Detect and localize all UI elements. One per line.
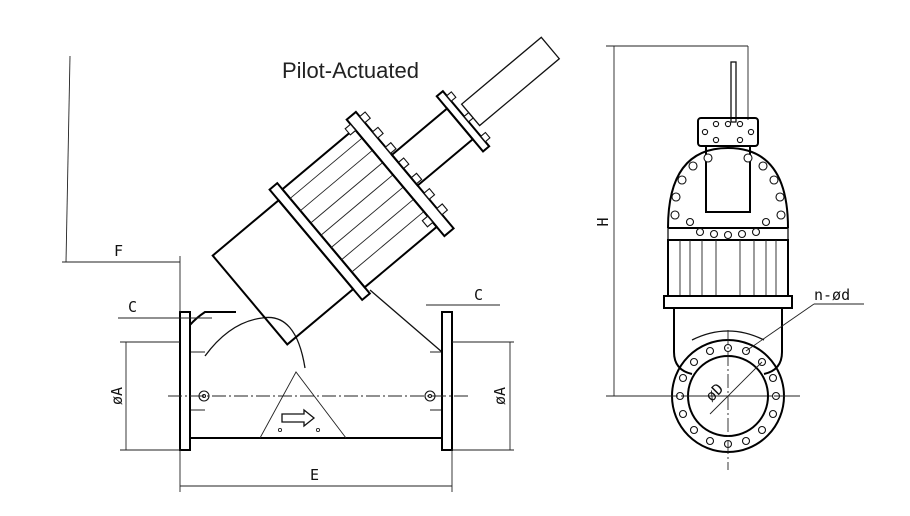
front-pilot-flange [697, 117, 759, 147]
front-pilot-rod [730, 61, 737, 123]
front-pilot-tube [705, 145, 751, 213]
label-C-left: C [128, 298, 137, 316]
drawing-title: Pilot-Actuated [282, 58, 419, 83]
body-bottom-outline [189, 325, 443, 439]
label-H: H [594, 217, 612, 226]
cylinder-top-flange [345, 110, 456, 238]
tie-rods [289, 137, 425, 273]
dimension-n-phid: n-ød [745, 286, 864, 352]
side-view: F C C øA øA E [62, 36, 561, 492]
front-cylinder-top-flange [667, 146, 789, 241]
pilot-tube [390, 107, 475, 187]
dimension-phiA-left: øA [108, 341, 180, 451]
dimension-C-right: C [426, 286, 500, 306]
label-phiA-left: øA [108, 387, 126, 405]
left-flange-plate [179, 311, 191, 451]
inclined-actuator-assembly [211, 36, 561, 346]
pilot-flange [435, 89, 491, 153]
left-flange [179, 311, 191, 451]
dimension-F: F [62, 55, 181, 312]
label-phiA-right: øA [491, 387, 509, 405]
front-view: H [594, 45, 864, 470]
label-n-phid: n-ød [814, 286, 850, 304]
pilot-stem [460, 36, 561, 127]
label-phiD: øD [702, 380, 728, 406]
cylinder-body [280, 127, 439, 289]
body-inner-lines [190, 351, 442, 411]
front-pipe-flange: øD [664, 330, 800, 470]
cylinder-lower-flange [268, 181, 372, 302]
body-left-shoulder [189, 311, 236, 326]
label-F: F [114, 242, 123, 260]
dimension-phiA-right: øA [452, 341, 514, 451]
body-right-neck [369, 289, 443, 353]
body-inner-seat [259, 371, 347, 439]
valve-body-side [189, 289, 443, 439]
dimension-E: E [179, 450, 453, 492]
body-saddle-curve [204, 316, 306, 369]
flow-arrow-icon [277, 408, 321, 433]
right-flange [441, 311, 453, 451]
bonnet-neck [211, 198, 355, 346]
right-flange-plate [441, 311, 453, 451]
dimension-C-left: C [118, 298, 212, 319]
label-E: E [310, 466, 319, 484]
label-C-right: C [474, 286, 483, 304]
front-cylinder-body [663, 239, 793, 309]
top-flange-bolts [344, 111, 449, 228]
